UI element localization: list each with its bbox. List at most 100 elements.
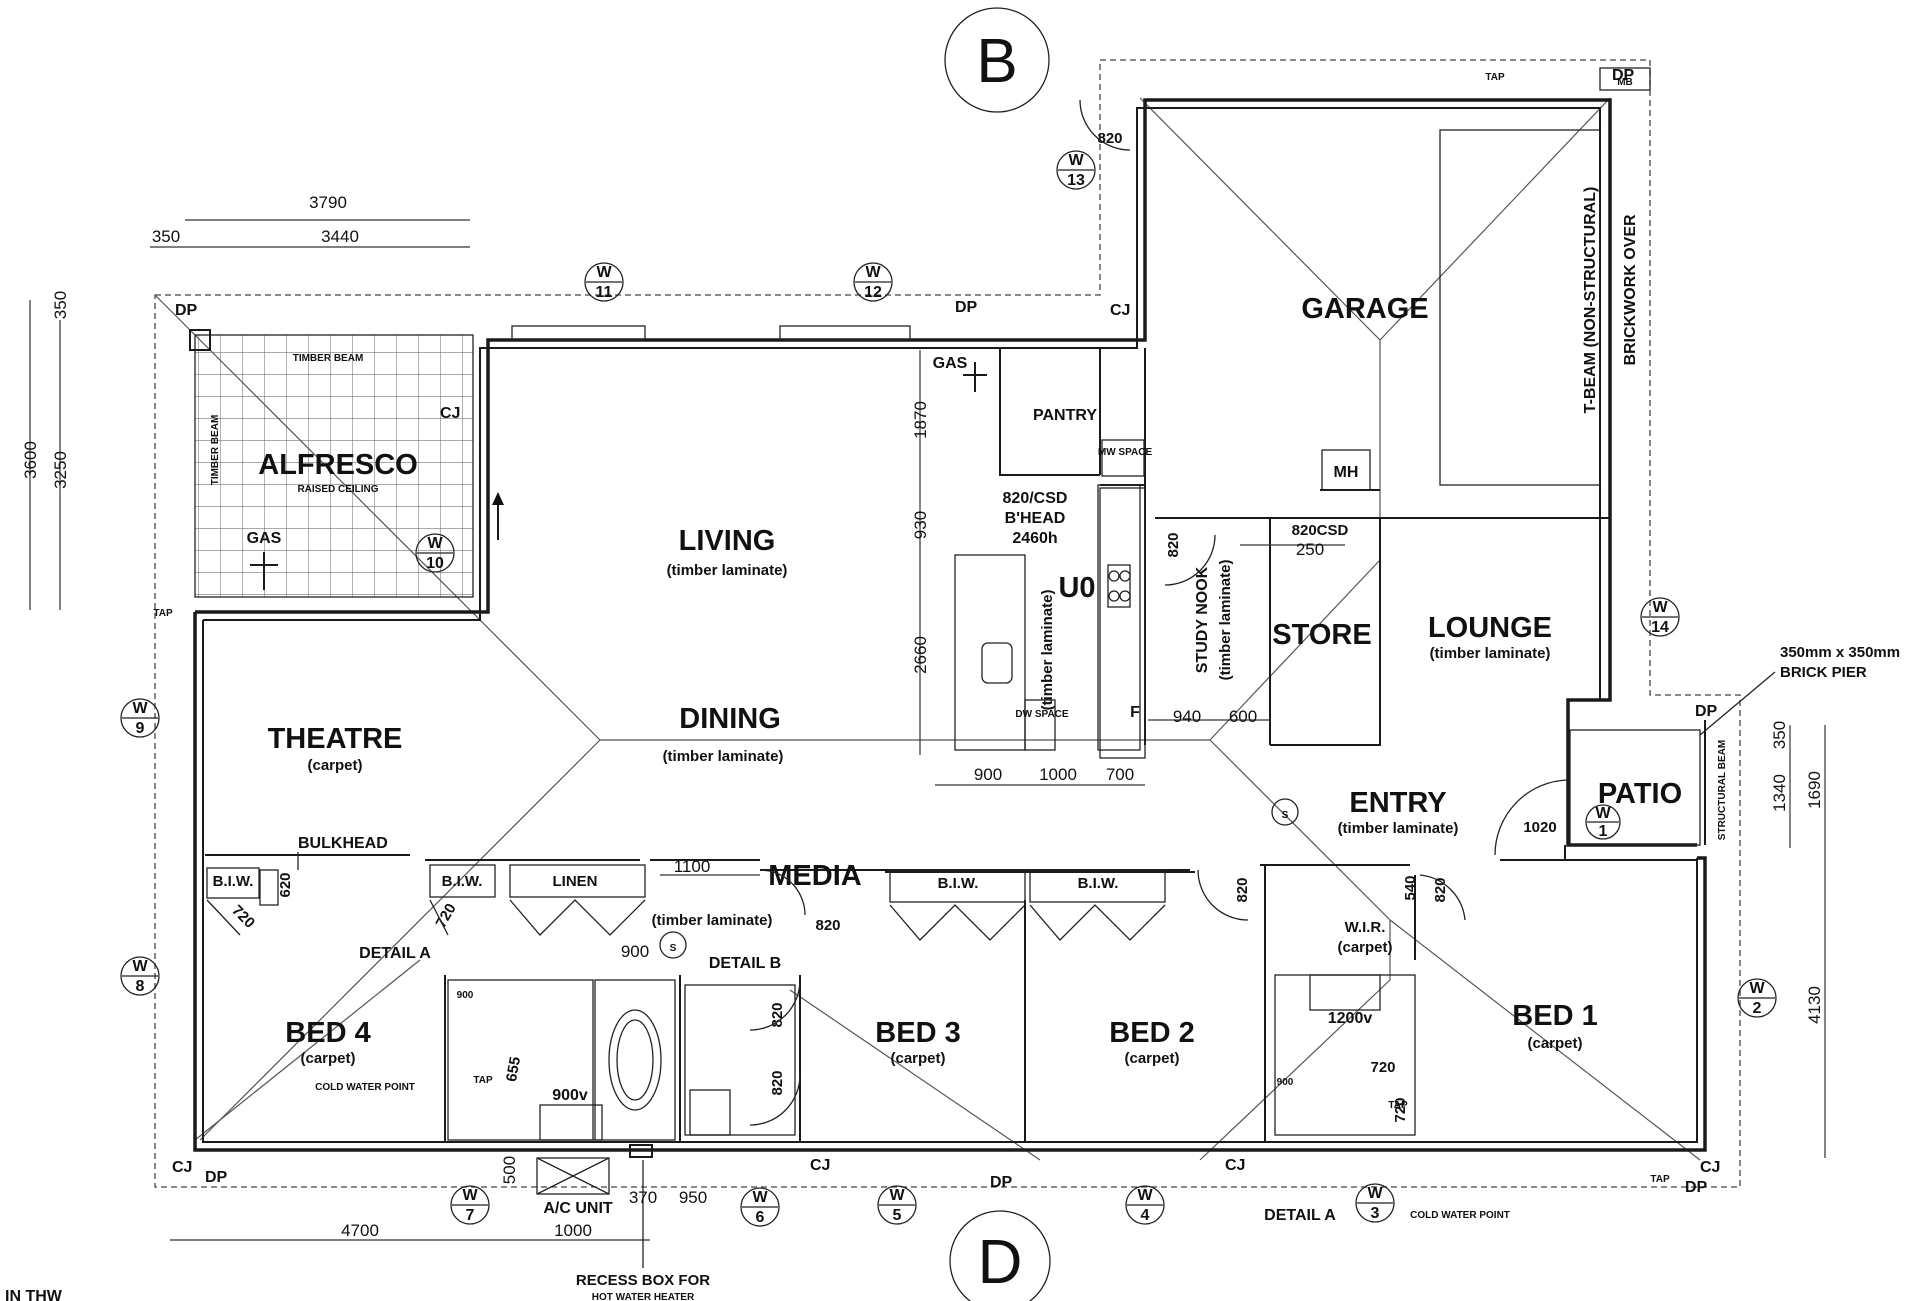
window-tag-4: W4	[1125, 1185, 1165, 1225]
dim-4130: 4130	[1805, 986, 1824, 1024]
gas-label-kitchen: GAS	[933, 355, 968, 372]
svg-text:W: W	[1137, 1187, 1153, 1204]
brickwork-label: BRICKWORK OVER	[1622, 214, 1639, 366]
dining-floor: (timber laminate)	[663, 748, 784, 765]
dim-3600: 3600	[21, 441, 40, 479]
window-tag-8: W8	[120, 956, 160, 996]
biw-label-media: B.I.W.	[442, 873, 483, 890]
room-wir: W.I.R.	[1345, 919, 1386, 936]
dp-label-patio: DP	[1695, 703, 1718, 720]
svg-text:W: W	[1652, 599, 1668, 616]
room-garage: GARAGE	[1301, 293, 1428, 325]
gas-label-alfresco: GAS	[247, 530, 282, 547]
svg-text:13: 13	[1067, 172, 1085, 189]
window-tag-14: W 14	[1640, 597, 1680, 637]
dp-label-se: DP	[1685, 1179, 1708, 1196]
theatre-floor: (carpet)	[307, 757, 362, 774]
kitchen	[954, 439, 1145, 751]
svg-text:W: W	[1595, 805, 1611, 822]
window-tag-6: W6	[740, 1187, 780, 1227]
dp-label-nw: DP	[175, 302, 198, 319]
svg-text:12: 12	[864, 284, 882, 301]
room-bed3: BED 3	[875, 1017, 960, 1049]
door-swings	[206, 99, 1569, 1126]
door-820-garage: 820	[1097, 130, 1122, 147]
bhead-height-label: 2460h	[1012, 530, 1057, 547]
window-tag-9: W9	[120, 698, 160, 738]
cj-label-alfresco: CJ	[440, 405, 460, 422]
detail-a-label-bed4: DETAIL A	[359, 945, 431, 962]
door-820csd-label: 820/CSD	[1003, 490, 1068, 507]
cold-water-label-bed1: COLD WATER POINT	[1410, 1210, 1510, 1221]
door-820csd-store: 820CSD	[1292, 522, 1349, 539]
f-label: F	[1130, 704, 1140, 721]
svg-text:W: W	[132, 700, 148, 717]
recess-box-label: RECESS BOX FOR	[576, 1272, 710, 1289]
door-820-media: 820	[815, 917, 840, 934]
dim-2660: 2660	[911, 636, 930, 674]
tap-label-north: TAP	[1485, 72, 1505, 83]
structural-beam-label: STRUCTURAL BEAM	[1717, 740, 1728, 840]
timber-beam-label-vertical: TIMBER BEAM	[210, 415, 221, 486]
compass-south: D	[949, 1210, 1051, 1301]
door-820-study: 820	[1165, 532, 1182, 557]
svg-text:W: W	[752, 1189, 768, 1206]
bed2-floor: (carpet)	[1124, 1050, 1179, 1067]
cold-water-label-bed4: COLD WATER POINT	[315, 1082, 415, 1093]
dim-1000-kitchen: 1000	[1039, 765, 1077, 784]
bed4-floor: (carpet)	[300, 1050, 355, 1067]
shower-900-bed4: 900	[457, 990, 474, 1001]
biw-label-bed2: B.I.W.	[1078, 875, 1119, 892]
svg-text:3: 3	[1371, 1205, 1380, 1222]
window-tag-12: W 12	[853, 262, 893, 302]
room-pantry: PANTRY	[1033, 407, 1097, 424]
svg-text:W: W	[865, 264, 881, 281]
vanity-1200-label: 1200v	[1328, 1010, 1373, 1027]
detail-b-label: DETAIL B	[709, 955, 781, 972]
dim-4700: 4700	[341, 1221, 379, 1240]
svg-text:W: W	[132, 958, 148, 975]
alfresco-post	[189, 329, 211, 351]
dim-1340: 1340	[1770, 774, 1789, 812]
detail-a-label-bed1: DETAIL A	[1264, 1207, 1336, 1224]
room-theatre: THEATRE	[268, 723, 403, 755]
svg-text:W: W	[596, 264, 612, 281]
bathrooms	[447, 974, 1416, 1141]
window-tag-1: W1	[1585, 804, 1621, 840]
ac-unit	[536, 67, 1651, 1195]
dim-350-left: 350	[51, 291, 70, 319]
cj-label-bed3: CJ	[810, 1157, 830, 1174]
smoke-detector-icon-media: S	[659, 931, 687, 959]
dim-1870: 1870	[911, 401, 930, 439]
dw-space-label: DW SPACE	[1015, 709, 1068, 720]
room-patio: PATIO	[1598, 778, 1682, 810]
bhead-label: B'HEAD	[1005, 510, 1066, 527]
mb-label: MB	[1617, 77, 1633, 88]
dimension-lines	[29, 219, 1826, 1241]
robes	[206, 864, 1166, 906]
window-tag-7: W7	[450, 1185, 490, 1225]
door-820-bath-1: 820	[769, 1002, 786, 1027]
tap-label-east: TAP	[1650, 1174, 1670, 1185]
timber-beam-label: TIMBER BEAM	[293, 353, 364, 364]
compass-top-letter: B	[976, 27, 1017, 96]
mh-box	[1321, 449, 1371, 491]
svg-text:W: W	[462, 1187, 478, 1204]
dim-1100: 1100	[674, 857, 711, 876]
wir-floor: (carpet)	[1337, 939, 1392, 956]
dim-655: 655	[503, 1055, 524, 1083]
room-entry: ENTRY	[1349, 787, 1446, 819]
svg-text:2: 2	[1753, 1000, 1762, 1017]
door-720-ens1-side: 720	[1392, 1097, 1409, 1122]
media-floor: (timber laminate)	[652, 912, 773, 929]
door-720-linen: 720	[432, 901, 459, 931]
bed3-floor: (carpet)	[890, 1050, 945, 1067]
kitchen-floor: (timber laminate)	[1039, 590, 1056, 711]
svg-text:14: 14	[1651, 619, 1669, 636]
svg-text:W: W	[427, 535, 443, 552]
entry-floor: (timber laminate)	[1338, 820, 1459, 837]
dim-350-patio: 350	[1770, 721, 1789, 749]
brick-pier-label: 350mm x 350mm	[1780, 644, 1900, 661]
uo-label: U0	[1058, 572, 1095, 604]
